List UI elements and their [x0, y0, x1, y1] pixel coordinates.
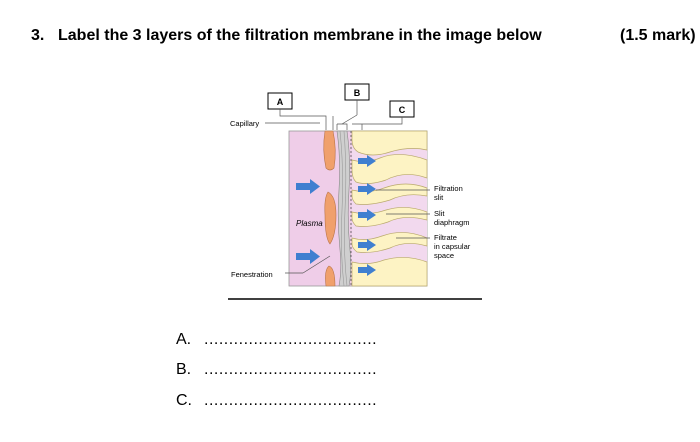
endothelial-cells [323, 130, 337, 287]
question-marks: (1.5 mark) [620, 27, 696, 44]
answer-line-a[interactable]: A.................................... [176, 331, 377, 349]
arrow-icon [358, 183, 376, 195]
flow-arrows [296, 155, 376, 276]
slit-diaphragm-label-1: Slit [434, 209, 445, 218]
answer-letter-a: A. [176, 331, 192, 348]
callout-b: B [336, 83, 370, 130]
callout-c-label: C [399, 105, 406, 115]
arrow-icon [358, 264, 376, 276]
arrow-icon [358, 209, 376, 221]
plasma-label: Plasma [296, 219, 323, 228]
arrow-icon [358, 239, 376, 251]
filtrate-label-1: Filtrate [434, 233, 457, 242]
leader-lines [265, 122, 430, 274]
capillary-label: Capillary [230, 119, 259, 128]
callout-c: C [352, 100, 415, 130]
filtrate-label-2: in capsular [434, 242, 471, 251]
question-number: 3. [31, 27, 45, 44]
slit-diaphragm-label-2: diaphragm [434, 218, 469, 227]
answer-letter-b: B. [176, 361, 192, 378]
callout-b-label: B [354, 88, 361, 98]
filtration-slit-label-1: Filtration [434, 184, 463, 193]
callout-a: A [267, 92, 334, 130]
filtrate-label-3: space [434, 251, 454, 260]
callout-a-label: A [277, 97, 284, 107]
arrow-icon [358, 155, 376, 167]
answer-blank-b[interactable]: ................................... [204, 361, 378, 378]
answer-blank-c[interactable]: ................................... [204, 392, 378, 409]
arrow-icon [296, 179, 320, 194]
basement-membrane [336, 130, 352, 287]
fenestration-label: Fenestration [231, 270, 273, 279]
question-text: Label the 3 layers of the filtration mem… [58, 27, 542, 44]
answer-line-b[interactable]: B.................................... [176, 361, 377, 379]
arrow-icon [296, 249, 320, 264]
answer-line-c[interactable]: C.................................... [176, 392, 377, 410]
filtration-slit-label-2: slit [434, 193, 444, 202]
answer-blank-a[interactable]: ................................... [204, 331, 378, 348]
answer-letter-c: C. [176, 392, 192, 409]
